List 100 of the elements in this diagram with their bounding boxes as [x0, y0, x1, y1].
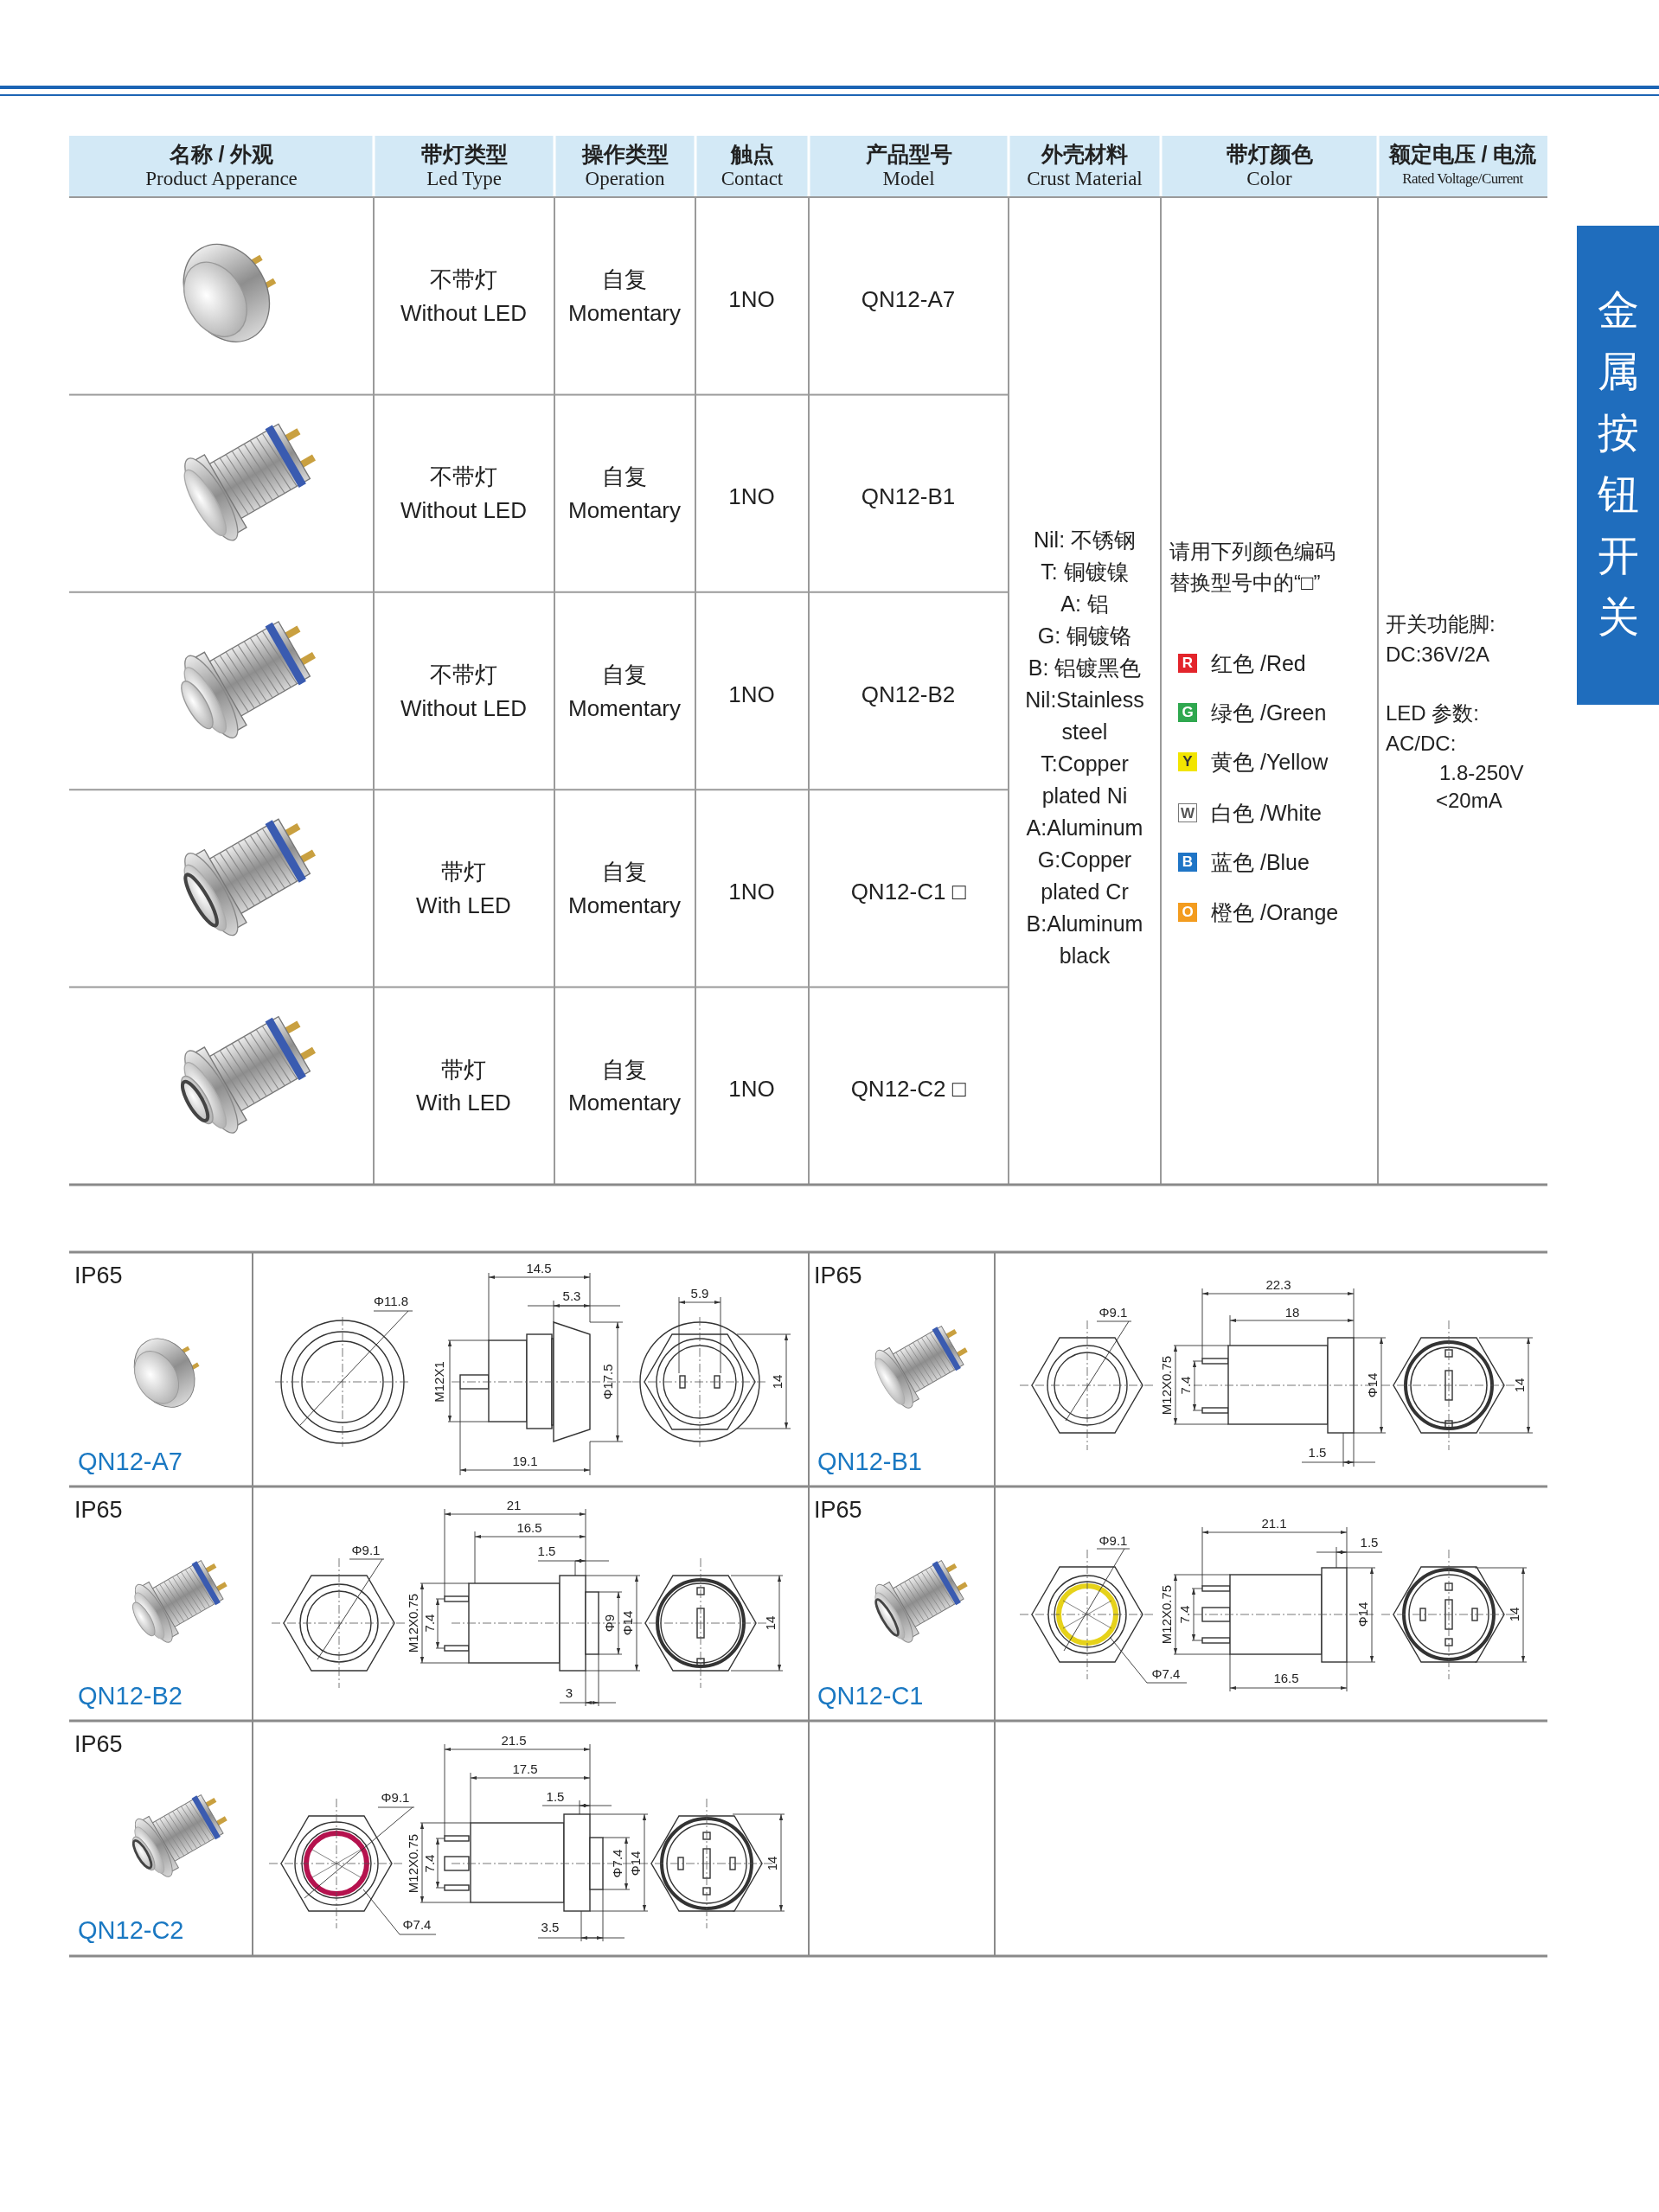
protection-rating: IP65	[814, 1497, 862, 1525]
dimension-label: M12X0.75	[406, 1593, 420, 1653]
operation-text: 自复	[602, 1057, 647, 1084]
dimension-label: 5.3	[562, 1288, 581, 1302]
material-text: G: 铜镀铬	[1036, 623, 1133, 649]
dimension-label: 7.4	[422, 1854, 436, 1873]
dimension-label: M12X0.75	[1159, 1355, 1173, 1416]
column-heading: 名称 / 外观	[169, 141, 274, 167]
led-type-text: Without LED	[400, 695, 527, 722]
column-heading: 带灯颜色	[1226, 141, 1313, 167]
dimension-label: M12X1	[432, 1361, 445, 1403]
material-text: B:Aluminum black	[1025, 911, 1144, 969]
color-code-badge: W	[1178, 803, 1197, 822]
dimension-label: Φ7.4	[402, 1917, 432, 1931]
dimension-label: M12X0.75	[1159, 1584, 1173, 1645]
column-heading: Color	[1246, 167, 1292, 191]
color-code-badge: G	[1178, 703, 1197, 722]
dimension-label: 1.5	[537, 1544, 556, 1557]
column-heading: 外壳材料	[1041, 141, 1128, 167]
dimension-label: Φ14	[628, 1851, 642, 1876]
column-heading: 操作类型	[581, 141, 669, 167]
color-code-badge: O	[1178, 903, 1197, 922]
dimension-label: Φ9	[602, 1614, 616, 1633]
column-heading: Model	[882, 167, 935, 191]
dimension-label: Φ9.1	[381, 1790, 410, 1804]
dimension-label: 7.4	[1178, 1376, 1192, 1395]
contact-text: 1NO	[728, 681, 775, 708]
column-heading: 触点	[730, 141, 774, 167]
contact-text: 1NO	[728, 484, 775, 511]
model-label: QN12-B2	[78, 1682, 183, 1711]
operation-text: Momentary	[568, 695, 681, 722]
column-heading: Rated Voltage/Current	[1402, 170, 1523, 188]
dimension-label: 19.1	[512, 1454, 538, 1467]
model-label: QN12-A7	[78, 1448, 183, 1477]
dimension-label: 22.3	[1265, 1277, 1291, 1291]
dimension-label: 14	[1512, 1378, 1526, 1393]
operation-text: Momentary	[568, 1090, 681, 1117]
model-number: QN12-C1 □	[850, 879, 966, 905]
led-type-text: Without LED	[400, 498, 527, 525]
column-heading: 额定电压 / 电流	[1388, 141, 1537, 167]
color-name: 蓝色 /Blue	[1211, 849, 1310, 875]
material-text: Nil:Stainless steel	[1024, 687, 1145, 745]
material-text: G:Copper plated Cr	[1036, 847, 1133, 905]
color-name: 橙色 /Orange	[1211, 899, 1339, 925]
rating-text: 1.8-250V	[1439, 761, 1524, 785]
rating-text: <20mA	[1436, 789, 1502, 813]
dimension-label: Φ9.1	[351, 1543, 381, 1557]
dimension-label: 14	[1507, 1607, 1521, 1622]
dimension-label: 14	[770, 1374, 784, 1390]
dimension-label: 14	[763, 1615, 777, 1631]
operation-text: 自复	[602, 267, 647, 293]
operation-text: 自复	[602, 860, 647, 886]
dimension-label: 5.9	[690, 1286, 709, 1300]
dimension-label: 7.4	[422, 1614, 436, 1633]
dimension-label: 16.5	[516, 1520, 542, 1534]
color-name: 黄色 /Yellow	[1211, 749, 1329, 775]
dimension-label: 14.5	[526, 1261, 552, 1275]
dimension-label: 21.5	[501, 1733, 527, 1747]
material-text: A:Aluminum	[1025, 815, 1144, 841]
dimension-label: 18	[1284, 1305, 1300, 1319]
rating-text: 开关功能脚:	[1386, 612, 1496, 636]
column-heading: Product Apperance	[145, 167, 298, 191]
material-text: A: 铝	[1060, 591, 1110, 617]
operation-text: 自复	[602, 662, 647, 688]
model-label: QN12-C2	[78, 1916, 184, 1946]
dimension-label: 14	[765, 1856, 778, 1871]
protection-rating: IP65	[74, 1731, 123, 1759]
dimension-label: 21.1	[1261, 1516, 1287, 1530]
rating-text: AC/DC:	[1386, 732, 1457, 756]
column-heading: 带灯类型	[420, 141, 508, 167]
dimension-label: 3.5	[541, 1920, 560, 1934]
led-type-text: Without LED	[400, 300, 527, 327]
dimension-label: 16.5	[1273, 1671, 1299, 1685]
rating-text: DC:36V/2A	[1386, 643, 1490, 667]
dimension-label: 7.4	[1177, 1605, 1191, 1624]
contact-text: 1NO	[728, 1077, 775, 1103]
led-type-text: 不带灯	[430, 662, 497, 688]
operation-text: Momentary	[568, 300, 681, 327]
dimension-label: 17.5	[512, 1761, 538, 1775]
operation-text: Momentary	[568, 893, 681, 919]
dimension-label: Φ17.5	[600, 1364, 614, 1400]
dimension-label: Φ14	[1365, 1372, 1379, 1398]
dimension-label: 1.5	[1308, 1445, 1327, 1459]
model-number: QN12-B1	[861, 484, 956, 511]
dimension-label: 1.5	[1360, 1535, 1379, 1549]
led-type-text: 带灯	[441, 1057, 486, 1084]
dimension-label: 21	[506, 1498, 522, 1512]
color-code-badge: Y	[1178, 752, 1197, 771]
color-code-badge: B	[1178, 853, 1197, 872]
model-label: QN12-B1	[817, 1448, 922, 1477]
protection-rating: IP65	[814, 1263, 862, 1290]
rating-text: LED 参数:	[1386, 701, 1480, 726]
protection-rating: IP65	[74, 1263, 123, 1290]
led-type-text: 不带灯	[430, 267, 497, 293]
tab-title: 金属按钮开关	[1597, 286, 1640, 642]
color-name: 白色 /White	[1211, 800, 1322, 826]
color-name: 红色 /Red	[1211, 650, 1306, 676]
contact-text: 1NO	[728, 286, 775, 313]
dimension-label: Φ9.1	[1099, 1533, 1128, 1547]
led-type-text: With LED	[416, 893, 511, 919]
